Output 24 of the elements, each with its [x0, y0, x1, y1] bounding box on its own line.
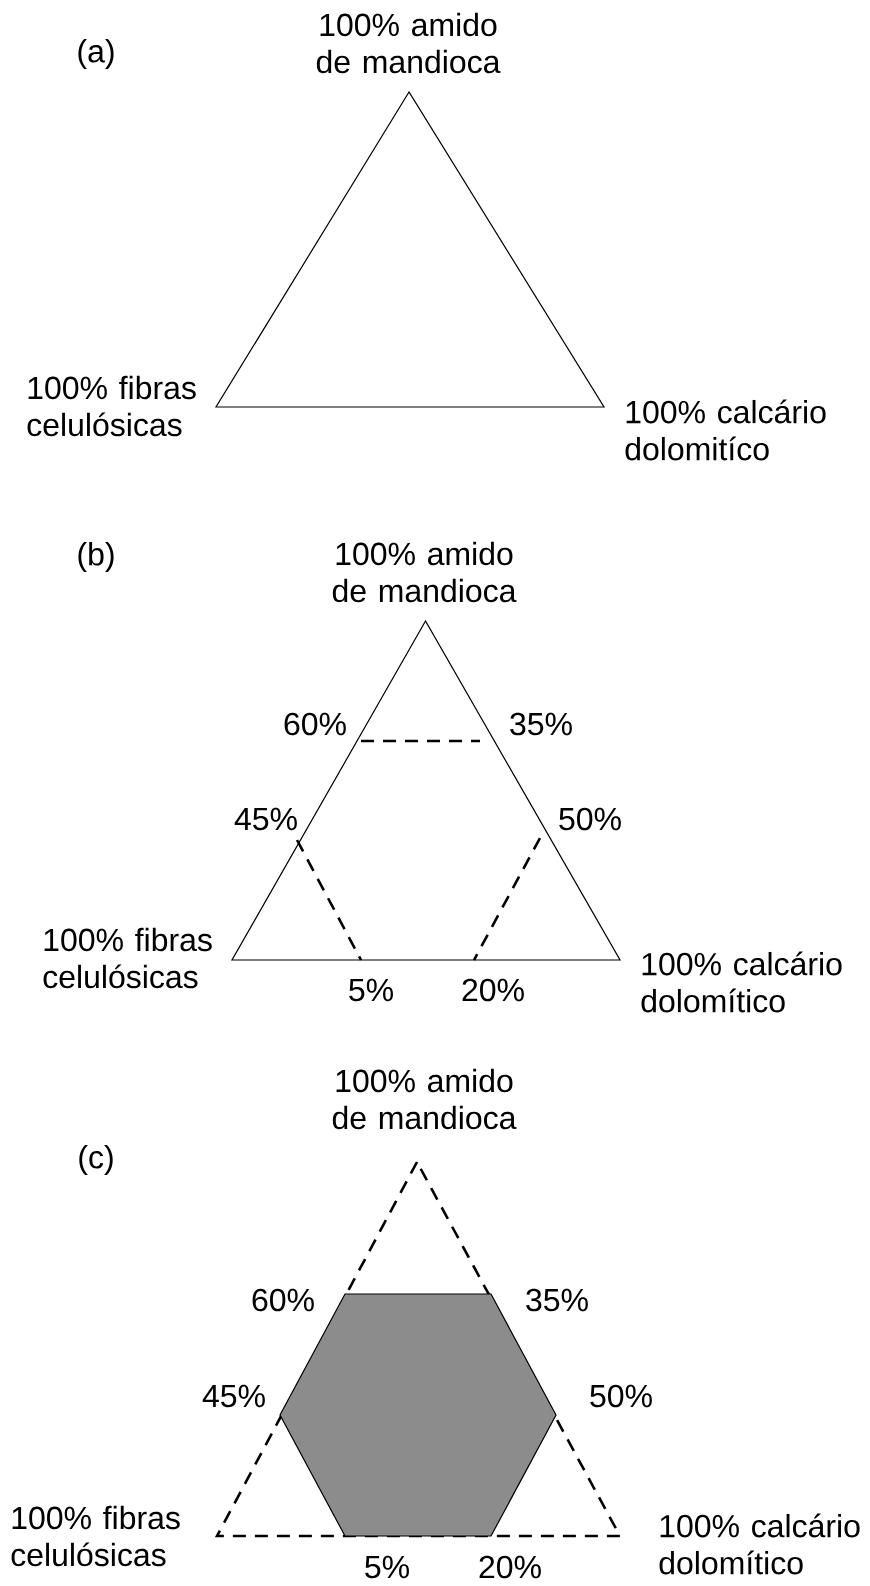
vertex-label: 100% amido de mandioca [332, 541, 517, 603]
vertex-label: 100% fibras celulósicas [27, 375, 196, 437]
vertex-label: 100% fibras celulósicas [11, 1505, 180, 1567]
percent-label: 45% [202, 1384, 265, 1408]
percent-label: 20% [479, 1555, 541, 1579]
percent-label: 60% [252, 1288, 314, 1312]
vertex-label: 100% fibras celulósicas [43, 927, 212, 989]
percent-label: 50% [559, 807, 621, 831]
percent-label: 35% [526, 1288, 588, 1312]
percent-label: 60% [284, 712, 346, 736]
panel-label: (b) [78, 542, 114, 572]
vertex-label: 100% calcário dolomítico [641, 951, 842, 1013]
percent-label: 45% [234, 807, 297, 831]
percent-label: 5% [349, 978, 393, 1002]
percent-label: 35% [510, 712, 572, 736]
vertex-label: 100% amido de mandioca [332, 1068, 517, 1130]
vertex-label: 100% calcário dolomítico [659, 1513, 860, 1575]
panel-label: (c) [79, 1145, 113, 1175]
percent-label: 50% [590, 1384, 652, 1408]
vertex-label: 100% amido de mandioca [316, 12, 501, 74]
panel-label: (a) [78, 39, 114, 69]
percent-label: 20% [462, 978, 524, 1002]
percent-label: 5% [365, 1555, 409, 1579]
vertex-label: 100% calcário dolomitíco [625, 399, 826, 461]
